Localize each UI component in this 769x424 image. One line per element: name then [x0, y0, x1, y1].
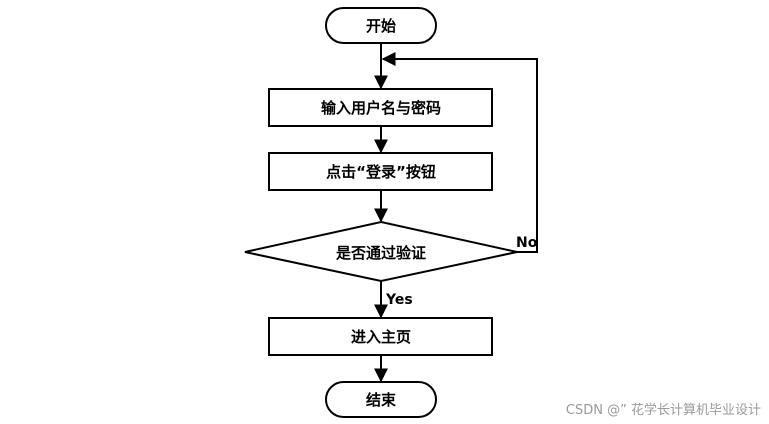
verify-label: 是否通过验证 — [335, 244, 426, 262]
node-start: 开始 — [325, 7, 437, 44]
start-label: 开始 — [366, 17, 396, 35]
node-click-login: 点击“登录”按钮 — [268, 152, 493, 191]
start-terminator-shape — [325, 7, 437, 44]
node-input: 输入用户名与密码 — [268, 88, 493, 127]
node-end: 结束 — [325, 381, 437, 418]
watermark: CSDN @” 花学长计算机毕业设计 — [565, 403, 761, 418]
edges — [374, 43, 538, 383]
node-verify: 是否通过验证 — [244, 220, 518, 283]
input-process-shape — [268, 88, 493, 127]
end-label: 结束 — [366, 391, 397, 409]
node-home: 进入主页 — [268, 317, 493, 356]
click-login-label: 点击“登录”按钮 — [326, 163, 436, 181]
end-terminator-shape — [325, 381, 437, 418]
verify-decision-shape — [244, 220, 518, 283]
home-process-shape — [268, 317, 493, 356]
edge-verify-no — [381, 52, 538, 253]
edge-label-no: No — [516, 235, 538, 251]
home-label: 进入主页 — [351, 328, 411, 346]
edge-label-yes: Yes — [385, 292, 413, 308]
click-login-process-shape — [268, 152, 493, 191]
input-label: 输入用户名与密码 — [321, 99, 441, 117]
